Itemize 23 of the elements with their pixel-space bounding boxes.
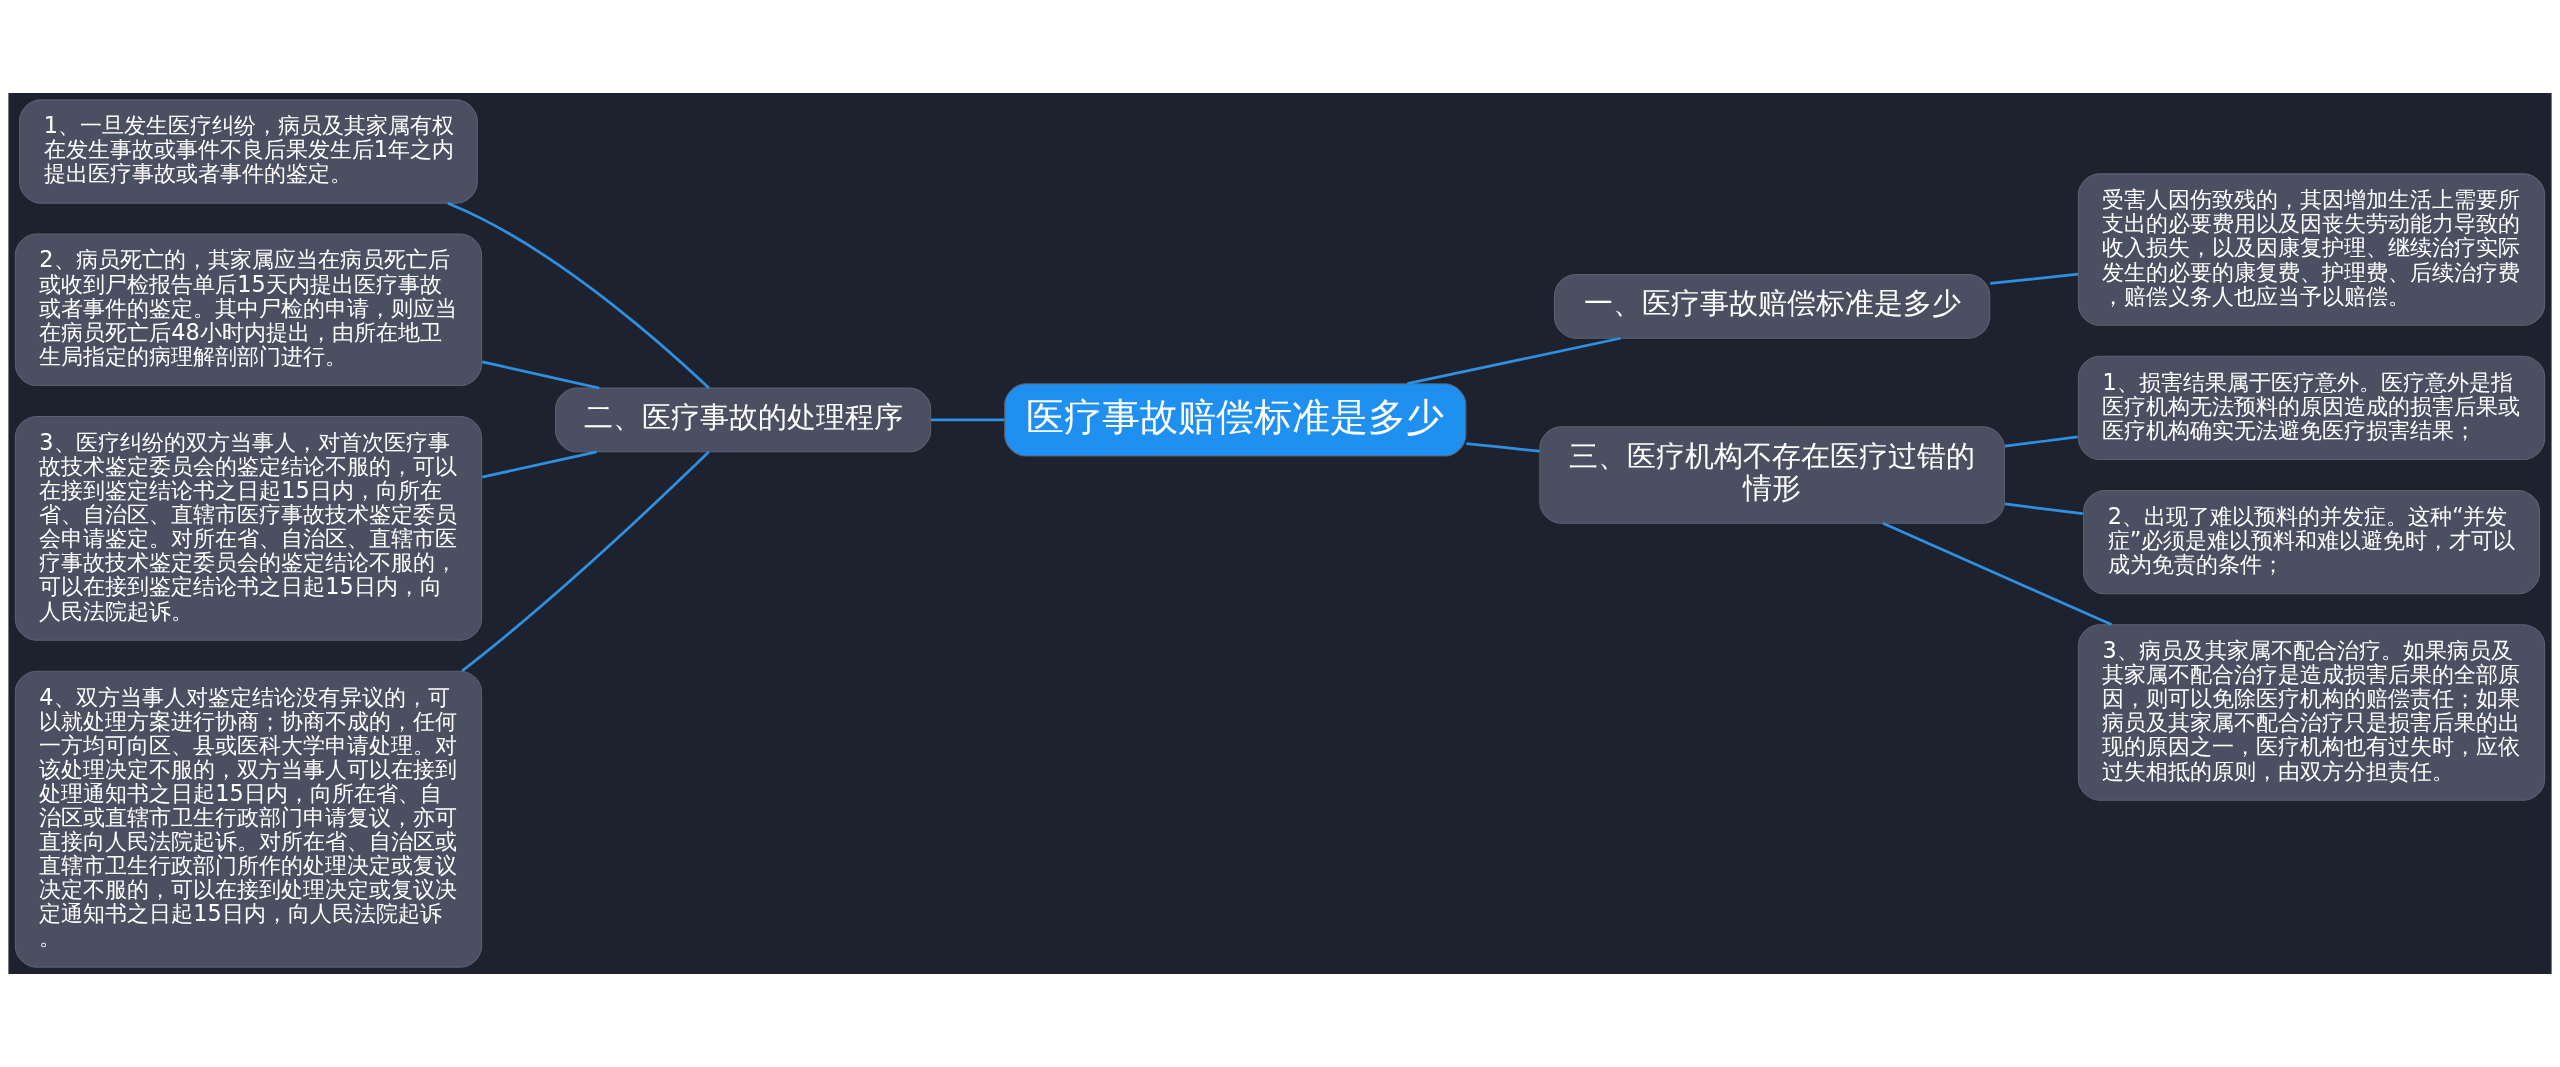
node-box: 2、出现了难以预料的并发症。这种“并发症”必须是难以预料和难以避免时，才可以成为免责的条件； <box>2083 489 2541 595</box>
node-box: 一、医疗事故赔偿标准是多少 <box>1553 274 1991 339</box>
connector <box>931 418 1005 422</box>
node-box: 1、一旦发生医疗纠纷，病员及其家属有权在发生事故或事件不良后果发生后1年之内提出医疗事故或者事件的鉴定。 <box>19 99 478 204</box>
node-box: 二、医疗事故的处理程序 <box>555 387 932 453</box>
connector <box>461 450 710 673</box>
connector <box>447 201 710 390</box>
connector <box>2004 502 2083 516</box>
connector <box>1882 522 2112 626</box>
connector <box>1990 272 2079 285</box>
connector <box>1406 336 1621 386</box>
connector <box>2004 435 2078 448</box>
node-box: 4、双方当事人对鉴定结论没有异议的，可以就处理方案进行协商；协商不成的，任何一方均可向区、县或医科大学申请处理。对该处理决定不服的，双方当事人可以在接到处理通知书之日起15日内，向所在省、自治区或直辖市卫生行政部门申请复议，亦可直接向人民法院起诉。对所在省、自治区或直辖市卫生行政部门所作的处理决定或复议决定不服的，可以在接到处理决定或复议决定通知书之日起15日内，向人民法院起诉。 <box>14 670 483 968</box>
connector <box>481 360 600 390</box>
node-box: 三、医疗机构不存在医疗过错的情形 <box>1539 426 2005 524</box>
node-box: 3、病员及其家属不配合治疗。如果病员及其家属不配合治疗是造成损害后果的全部原因，则可以免除医疗机构的赔偿责任；如果病员及其家属不配合治疗只是损害后果的出现的原因之一，医疗机构也有过失时，应依过失相抵的原则，由双方分担责任。 <box>2077 624 2546 801</box>
node-box: 3、医疗纠纷的双方当事人，对首次医疗事故技术鉴定委员会的鉴定结论不服的，可以在接到鉴定结论书之日起15日内，向所在省、自治区、直辖市医疗事故技术鉴定委员会申请鉴定。对所在省、自治区、直辖市医疗事故技术鉴定委员会的鉴定结论不服的，可以在接到鉴定结论书之日起15日内，向人民法院起诉。 <box>14 415 483 641</box>
node-box: 受害人因伤致残的，其因增加生活上需要所支出的必要费用以及因丧失劳动能力导致的收入损失，以及因康复护理、继续治疗实际发生的必要的康复费、护理费、后续治疗费，赔偿义务人也应当予以赔偿。 <box>2077 173 2546 326</box>
connector <box>481 450 597 479</box>
node-box: 医疗事故赔偿标准是多少 <box>1004 383 1467 457</box>
node-box: 2、病员死亡的，其家属应当在病员死亡后或收到尸检报告单后15天内提出医疗事故或者事件的鉴定。其中尸检的申请，则应当在病员死亡后48小时内提出，由所在地卫生局指定的病理解剖部门进行。 <box>14 233 483 387</box>
node-box: 1、损害结果属于医疗意外。医疗意外是指医疗机构无法预料的原因造成的损害后果或医疗机构确实无法避免医疗损害结果； <box>2077 355 2546 461</box>
connector <box>1466 442 1540 453</box>
